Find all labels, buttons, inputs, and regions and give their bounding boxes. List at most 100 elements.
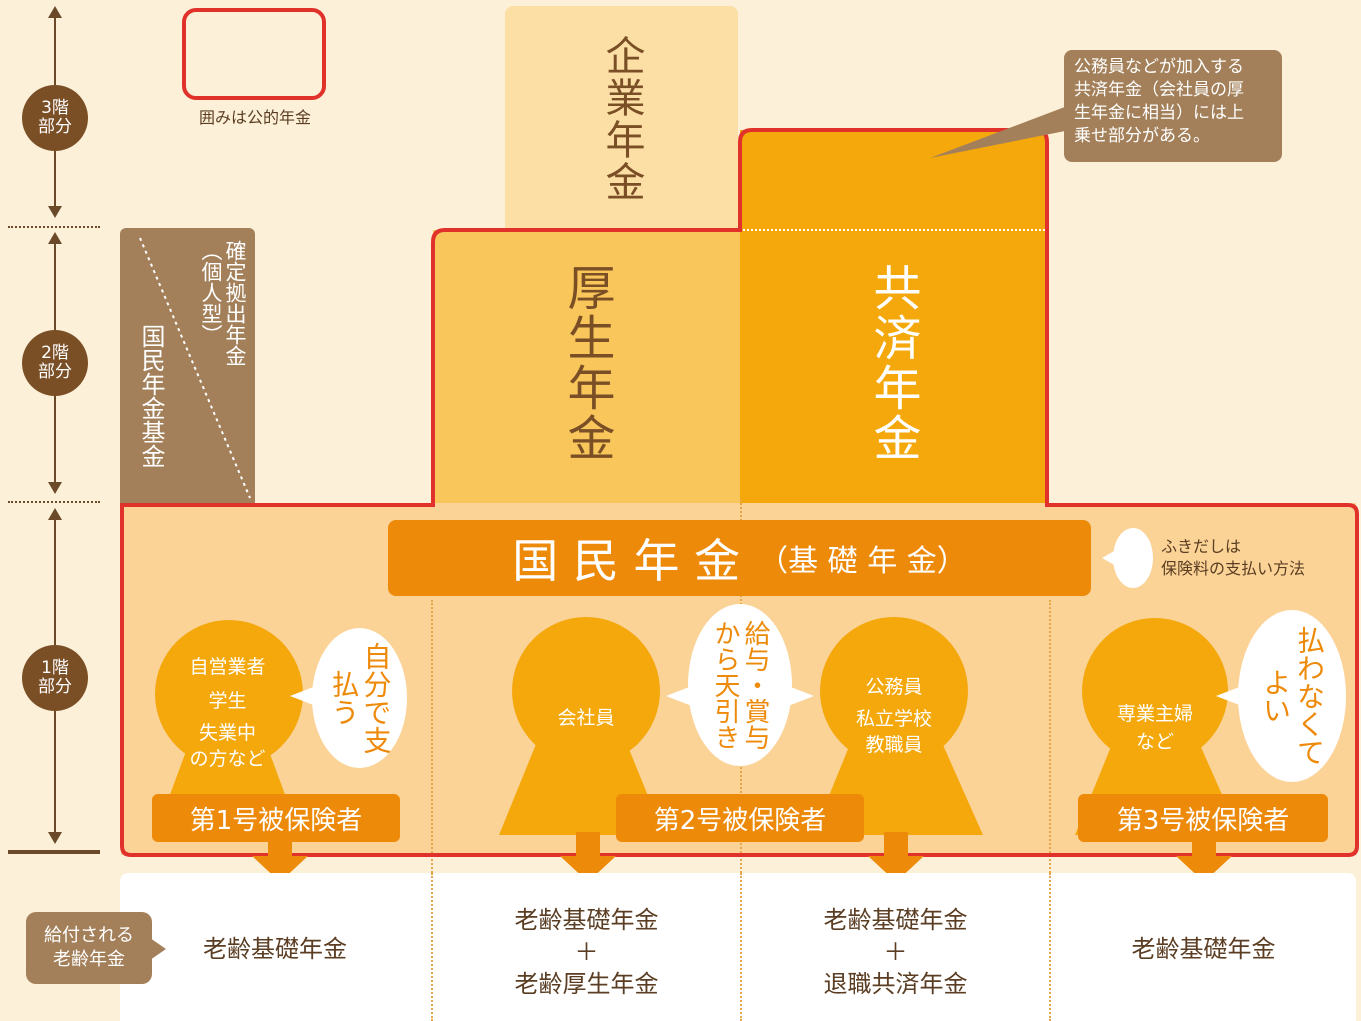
national-pension-bar: 国 民 年 金 （基 礎 年 金） [388, 520, 1091, 596]
tier-2-line1: 2階 [41, 343, 69, 363]
defined-contribution-block: 確定拠出年金 （個人型） 国民年金基金 [120, 228, 255, 508]
employees-pension-block: 厚生年金 [433, 230, 740, 505]
group2-people-b: 公務員 私立学校 教職員 [820, 672, 968, 758]
tier-divider [8, 501, 100, 503]
national-pension-sub: （基 礎 年 金） [758, 544, 967, 579]
benefit-2-line: 老齢基礎年金 [514, 906, 659, 934]
group1-label-text: 第1号被保険者 [189, 805, 363, 836]
group2-person: 私立学校 [855, 708, 932, 730]
group1-person: 自営業者 [189, 656, 266, 678]
group2-person: 教職員 [865, 734, 923, 756]
axis-arrow-up [48, 232, 62, 244]
callout-pointer [930, 105, 1070, 158]
legend-frame-label: 囲みは公的年金 [198, 108, 311, 127]
group1-person: 失業中 [198, 722, 256, 744]
down-arrow [560, 832, 616, 882]
mutual-aid-pension-label: 共済年金 [864, 262, 921, 463]
axis-arrow-down [48, 482, 62, 494]
callout-box: 公務員などが加入する 共済年金（会社員の厚 生年金に相当）には上 乗せ部分がある… [1064, 50, 1282, 162]
benefit-2-plus: ＋ [574, 938, 599, 966]
column-divider [740, 873, 742, 1021]
tier-2-line2: 部分 [38, 362, 72, 382]
axis-arrow-up [48, 508, 62, 520]
down-arrow [252, 832, 308, 882]
group3-bubble-text: 払わなくてよい [1259, 626, 1326, 766]
group1-person: 学生 [208, 690, 247, 712]
national-pension-fund-label: 国民年金基金 [137, 324, 165, 468]
national-pension-main: 国 民 年 金 [512, 534, 741, 588]
employees-pension-label: 厚生年金 [558, 262, 615, 463]
axis-baseline [8, 850, 100, 854]
benefit-3-plus: ＋ [883, 938, 908, 966]
legend-bubble-label: ふきだしは 保険料の支払い方法 [1161, 536, 1305, 580]
group2-bubble: 給与・賞与から天引き [688, 604, 792, 766]
group3-bubble: 払わなくてよい [1238, 610, 1346, 782]
group3-bubble-pointer [1216, 686, 1242, 706]
legend-bubble-pointer [1102, 550, 1116, 566]
down-arrow [1176, 832, 1232, 882]
benefit-3-line: 老齢基礎年金 [823, 906, 968, 934]
group2-person: 公務員 [865, 676, 923, 698]
tier-3-line2: 部分 [38, 117, 72, 137]
benefit-2: 老齢基礎年金 ＋ 老齢厚生年金 [433, 900, 740, 1004]
tier-divider [8, 226, 100, 228]
person-head [512, 617, 660, 765]
group3-person: 専業主婦 [1116, 703, 1193, 725]
callout-line: 生年金に相当）には上 [1074, 103, 1244, 123]
benefit-3-line: 退職共済年金 [823, 970, 968, 998]
benefit-1: 老齢基礎年金 [203, 935, 347, 963]
mutual-aid-pension-block: 共済年金 [740, 130, 1045, 505]
column-divider [1049, 600, 1051, 1021]
corporate-pension-block: 企業年金 [505, 6, 738, 231]
benefits-row [120, 873, 1356, 1021]
callout-line: 乗せ部分がある。 [1074, 126, 1210, 146]
tier-1-line2: 部分 [38, 677, 72, 697]
benefit-2-line: 老齢厚生年金 [514, 970, 659, 998]
defined-contribution-label: 確定拠出年金 [223, 240, 247, 366]
group2-label: 第2号被保険者 [616, 794, 864, 842]
group2-bubble-pointer-left [666, 686, 692, 706]
benefits-tag-line1: 給付される [44, 925, 134, 946]
group1-bubble: 自分で支払う [312, 628, 407, 768]
axis-arrow-down [48, 832, 62, 844]
tier-1-line1: 1階 [41, 658, 69, 678]
callout-line: 公務員などが加入する [1074, 57, 1244, 77]
person-head [155, 620, 303, 768]
tier-2-badge: 2階 部分 [22, 330, 88, 396]
tier-3-badge: 3階 部分 [22, 85, 88, 151]
benefits-tag: 給付される 老齢年金 [26, 912, 152, 984]
group3-label-text: 第3号被保険者 [1116, 805, 1290, 836]
person-head [1082, 618, 1228, 764]
group2-bubble-text: 給与・賞与から天引き [710, 620, 770, 750]
group2-label-text: 第2号被保険者 [653, 805, 827, 836]
benefit-3: 老齢基礎年金 ＋ 退職共済年金 [742, 900, 1049, 1004]
column-divider [1049, 873, 1051, 1021]
person-head [820, 617, 968, 765]
tier-1-badge: 1階 部分 [22, 645, 88, 711]
defined-contribution-sub: （個人型） [199, 240, 223, 345]
benefit-4: 老齢基礎年金 [1131, 935, 1276, 963]
group1-bubble-text: 自分で支払う [327, 642, 393, 754]
kyosai-dotted-line [740, 229, 1045, 231]
column-divider [431, 600, 433, 1021]
group2-people-a: 会社員 [557, 707, 615, 729]
column-divider [431, 873, 433, 1021]
group3-label: 第3号被保険者 [1078, 794, 1328, 842]
group1-bubble-pointer [290, 686, 316, 706]
diagonal-divider [139, 237, 251, 499]
benefits-tag-line2: 老齢年金 [53, 949, 125, 970]
group2-bubble-pointer-right [788, 686, 814, 706]
down-arrow [868, 832, 924, 882]
legend-frame-sample [182, 8, 326, 100]
legend-bubble-line2: 保険料の支払い方法 [1161, 559, 1306, 578]
benefits-tag-pointer [150, 938, 166, 960]
tier-3-line1: 3階 [41, 98, 69, 118]
corporate-pension-label: 企業年金 [598, 34, 645, 203]
callout-line: 共済年金（会社員の厚 [1074, 80, 1244, 100]
axis-arrow-up [48, 6, 62, 18]
group1-people: 自営業者 学生 失業中 の方など [160, 652, 295, 772]
group3-people: 専業主婦 など [1082, 700, 1228, 756]
legend-bubble-line1: ふきだしは [1161, 537, 1242, 556]
legend-bubble-sample [1113, 528, 1153, 588]
